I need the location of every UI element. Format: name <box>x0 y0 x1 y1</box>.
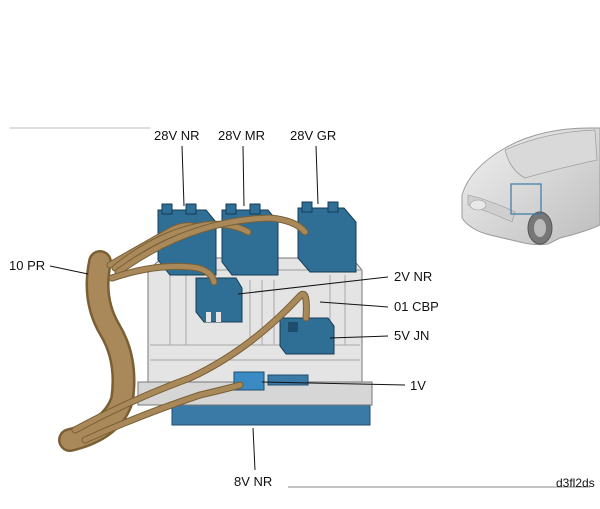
label-28v-nr: 28V NR <box>154 128 200 143</box>
label-01-cbp: 01 CBP <box>394 299 439 314</box>
location-highlight-box <box>510 183 542 215</box>
connector-2v-nr <box>195 277 243 323</box>
label-5v-jn: 5V JN <box>394 328 429 343</box>
leader-lines <box>49 145 406 471</box>
wiring-harness <box>58 214 310 452</box>
label-10-pr: 10 PR <box>9 258 45 273</box>
label-28v-gr: 28V GR <box>290 128 336 143</box>
vehicle-thumbnail <box>461 127 600 246</box>
connector-5v-jn <box>279 317 335 355</box>
connector-28v-gr <box>297 201 357 273</box>
label-8v-nr: 8V NR <box>234 474 272 489</box>
figure-reference: d3fl2ds <box>556 476 595 490</box>
label-1v: 1V <box>410 378 426 393</box>
label-2v-nr: 2V NR <box>394 269 432 284</box>
label-28v-mr: 28V MR <box>218 128 265 143</box>
